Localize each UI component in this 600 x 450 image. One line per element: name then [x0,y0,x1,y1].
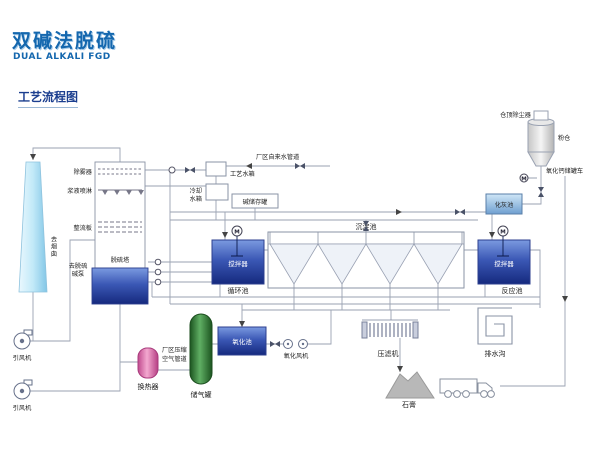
cao-tank-truck-label: 氧化钙储罐车 [546,167,583,175]
cooling-water-tank [205,183,229,201]
circulation-pool-label: 循环池 [228,286,249,295]
pipe-truck-line [500,176,566,387]
powder-silo-label: 粉仓 [558,134,570,142]
page-title: 双碱法脱硫 [12,30,118,52]
agitator-label-2: 搅拌器 [494,259,514,268]
pump-icons [154,166,176,286]
pipe-fan-ducts [30,239,190,392]
hopper [317,243,367,285]
fan-hub [19,338,25,344]
chimney [18,161,48,293]
tower-label: 脱硫塔 [111,256,130,264]
valve-icons [185,163,544,347]
powder-silo [527,110,555,167]
silo-cone [527,151,555,167]
to-pump-label-2: 碱泵 [72,271,84,278]
to-pump-label-1: 去脱硫 [69,262,88,270]
reaction-pool-label: 反应池 [502,286,523,295]
hopper [413,243,463,285]
process-water-tank-label: 工艺水箱 [230,170,255,178]
id-fan-2 [13,379,33,400]
chimney-label: 去烟囱 [50,235,57,257]
heat-exchanger-label: 换热器 [138,382,159,391]
silo-motor-icon [519,173,529,183]
pipe-flue [32,147,121,162]
section-label: 工艺流程图 [18,88,79,108]
id-fan-label-1: 引风机 [13,354,32,362]
cooling-tank-label-2: 水箱 [190,195,202,203]
truck [439,378,495,398]
truck-wheel [444,390,452,398]
oxidation-pool-label: 氧化池 [232,337,252,346]
press-end-plate [361,321,368,339]
tap-water-pipe-label: 厂区自来水管道 [256,153,299,161]
filter-press-label: 压滤机 [378,349,399,358]
agitator-motor-label: M [500,230,505,236]
compressed-air-label-1: 厂区压缩 [162,346,187,354]
flow-arrows [30,154,568,372]
heat-exchanger [137,347,159,379]
silo-motor-label: M [521,177,526,183]
cooling-tank-label-1: 冷却 [190,187,202,195]
desulfurization-tower [91,161,149,305]
agitator-shaft [231,236,243,257]
gas-tank-label: 储气罐 [191,390,212,399]
rectifier-plates [98,221,142,233]
truck-wheel [487,390,495,398]
process-water-tank [205,161,227,177]
silo-body [527,121,555,153]
rectifier-plate-label: 整流板 [73,224,92,232]
silo-dust-collector-label: 仓顶除尘器 [500,111,532,119]
demister-element [98,168,142,175]
press-plates [369,323,411,337]
drain-spiral [477,307,513,345]
agitator-motor-label: M [234,230,239,236]
tower-shell [94,161,146,269]
gypsum-label: 石膏 [402,400,416,409]
truck-wheel [453,390,461,398]
pipe-pool-links [264,249,541,308]
gas-storage-tank [189,313,213,385]
agitator-shaft [497,236,509,257]
spray-nozzles [102,190,144,195]
slurry-spray-label: 浆液喷淋 [67,187,92,195]
gypsum-pile [385,371,435,399]
tower-sump-tank [91,267,149,305]
lime-slaking-pool [485,193,523,215]
alkali-storage-tank [231,193,279,209]
id-fan-1 [13,329,33,350]
compressed-air-label-2: 空气管道 [162,355,187,363]
reaction-tank-body [477,239,531,285]
page-subtitle: DUAL ALKALI FGD [13,52,111,62]
oxidation-pool-tank [217,326,267,356]
sedimentation-deck [268,232,464,245]
id-fan-label-2: 引风机 [13,404,32,412]
agitator-label-1: 搅拌器 [228,259,248,268]
filter-press [361,319,419,339]
circulation-tank: M 搅拌器 [211,225,265,285]
silo-dust-collector-icon [533,110,549,121]
truck-wheel [462,390,470,398]
reaction-tank: M 搅拌器 [477,225,531,285]
fan-hub [19,388,25,394]
circulation-tank-body [211,239,265,285]
oxidation-fan-label: 氧化风机 [284,352,310,360]
alkali-storage-tank-label: 碱储存罐 [243,198,268,206]
sedimentation-pool [267,231,465,289]
pipe-pump-column [148,261,212,297]
hopper [269,243,319,285]
lime-slaking-pool-label: 化灰池 [495,201,514,209]
pipe-hopper-manifold [241,284,450,372]
oxidation-fan-icons [283,339,308,349]
pipe-bottom-headers [152,284,540,305]
pipe-silo-down [522,166,542,205]
drain-ditch-label: 排水沟 [485,349,506,358]
hopper [365,243,415,285]
press-end-plate [412,321,419,339]
demister-label: 除雾器 [73,168,92,176]
truck-wheel [480,390,488,398]
